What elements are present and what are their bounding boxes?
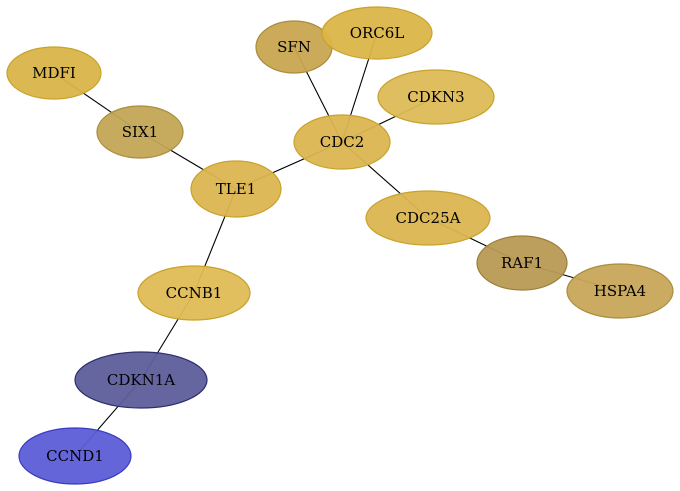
node-label-cdkn1a: CDKN1A — [107, 371, 175, 389]
node-shape-cdkn1a[interactable] — [74, 351, 208, 409]
node-shape-mdfi[interactable] — [6, 46, 102, 100]
node-cdkn3[interactable]: CDKN3 — [377, 69, 495, 125]
node-label-sfn: SFN — [277, 38, 311, 56]
node-label-cdc2: CDC2 — [320, 133, 365, 151]
node-shape-orc6l[interactable] — [321, 6, 433, 60]
node-label-mdfi: MDFI — [32, 64, 76, 82]
node-sfn[interactable]: SFN — [255, 20, 333, 74]
node-ccnd1[interactable]: CCND1 — [18, 427, 132, 485]
node-shape-hspa4[interactable] — [566, 263, 674, 319]
node-shape-six1[interactable] — [96, 105, 184, 159]
node-cdkn1a[interactable]: CDKN1A — [74, 351, 208, 409]
node-shape-tle1[interactable] — [190, 160, 282, 218]
node-label-ccnd1: CCND1 — [46, 447, 104, 465]
node-shape-cdkn3[interactable] — [377, 69, 495, 125]
node-mdfi[interactable]: MDFI — [6, 46, 102, 100]
node-label-six1: SIX1 — [122, 123, 158, 141]
node-label-cdkn3: CDKN3 — [407, 88, 464, 106]
node-shape-cdc2[interactable] — [293, 114, 391, 170]
node-orc6l[interactable]: ORC6L — [321, 6, 433, 60]
node-label-raf1: RAF1 — [501, 254, 543, 272]
node-label-hspa4: HSPA4 — [594, 282, 646, 300]
node-six1[interactable]: SIX1 — [96, 105, 184, 159]
node-cdc2[interactable]: CDC2 — [293, 114, 391, 170]
node-label-cdc25a: CDC25A — [396, 209, 461, 227]
node-tle1[interactable]: TLE1 — [190, 160, 282, 218]
node-label-tle1: TLE1 — [216, 180, 256, 198]
node-hspa4[interactable]: HSPA4 — [566, 263, 674, 319]
node-label-ccnb1: CCNB1 — [166, 284, 223, 302]
node-shape-raf1[interactable] — [476, 235, 568, 291]
node-shape-cdc25a[interactable] — [365, 190, 491, 246]
node-label-orc6l: ORC6L — [350, 24, 405, 42]
node-cdc25a[interactable]: CDC25A — [365, 190, 491, 246]
node-ccnb1[interactable]: CCNB1 — [137, 265, 251, 321]
node-shape-ccnd1[interactable] — [18, 427, 132, 485]
node-shape-ccnb1[interactable] — [137, 265, 251, 321]
node-raf1[interactable]: RAF1 — [476, 235, 568, 291]
